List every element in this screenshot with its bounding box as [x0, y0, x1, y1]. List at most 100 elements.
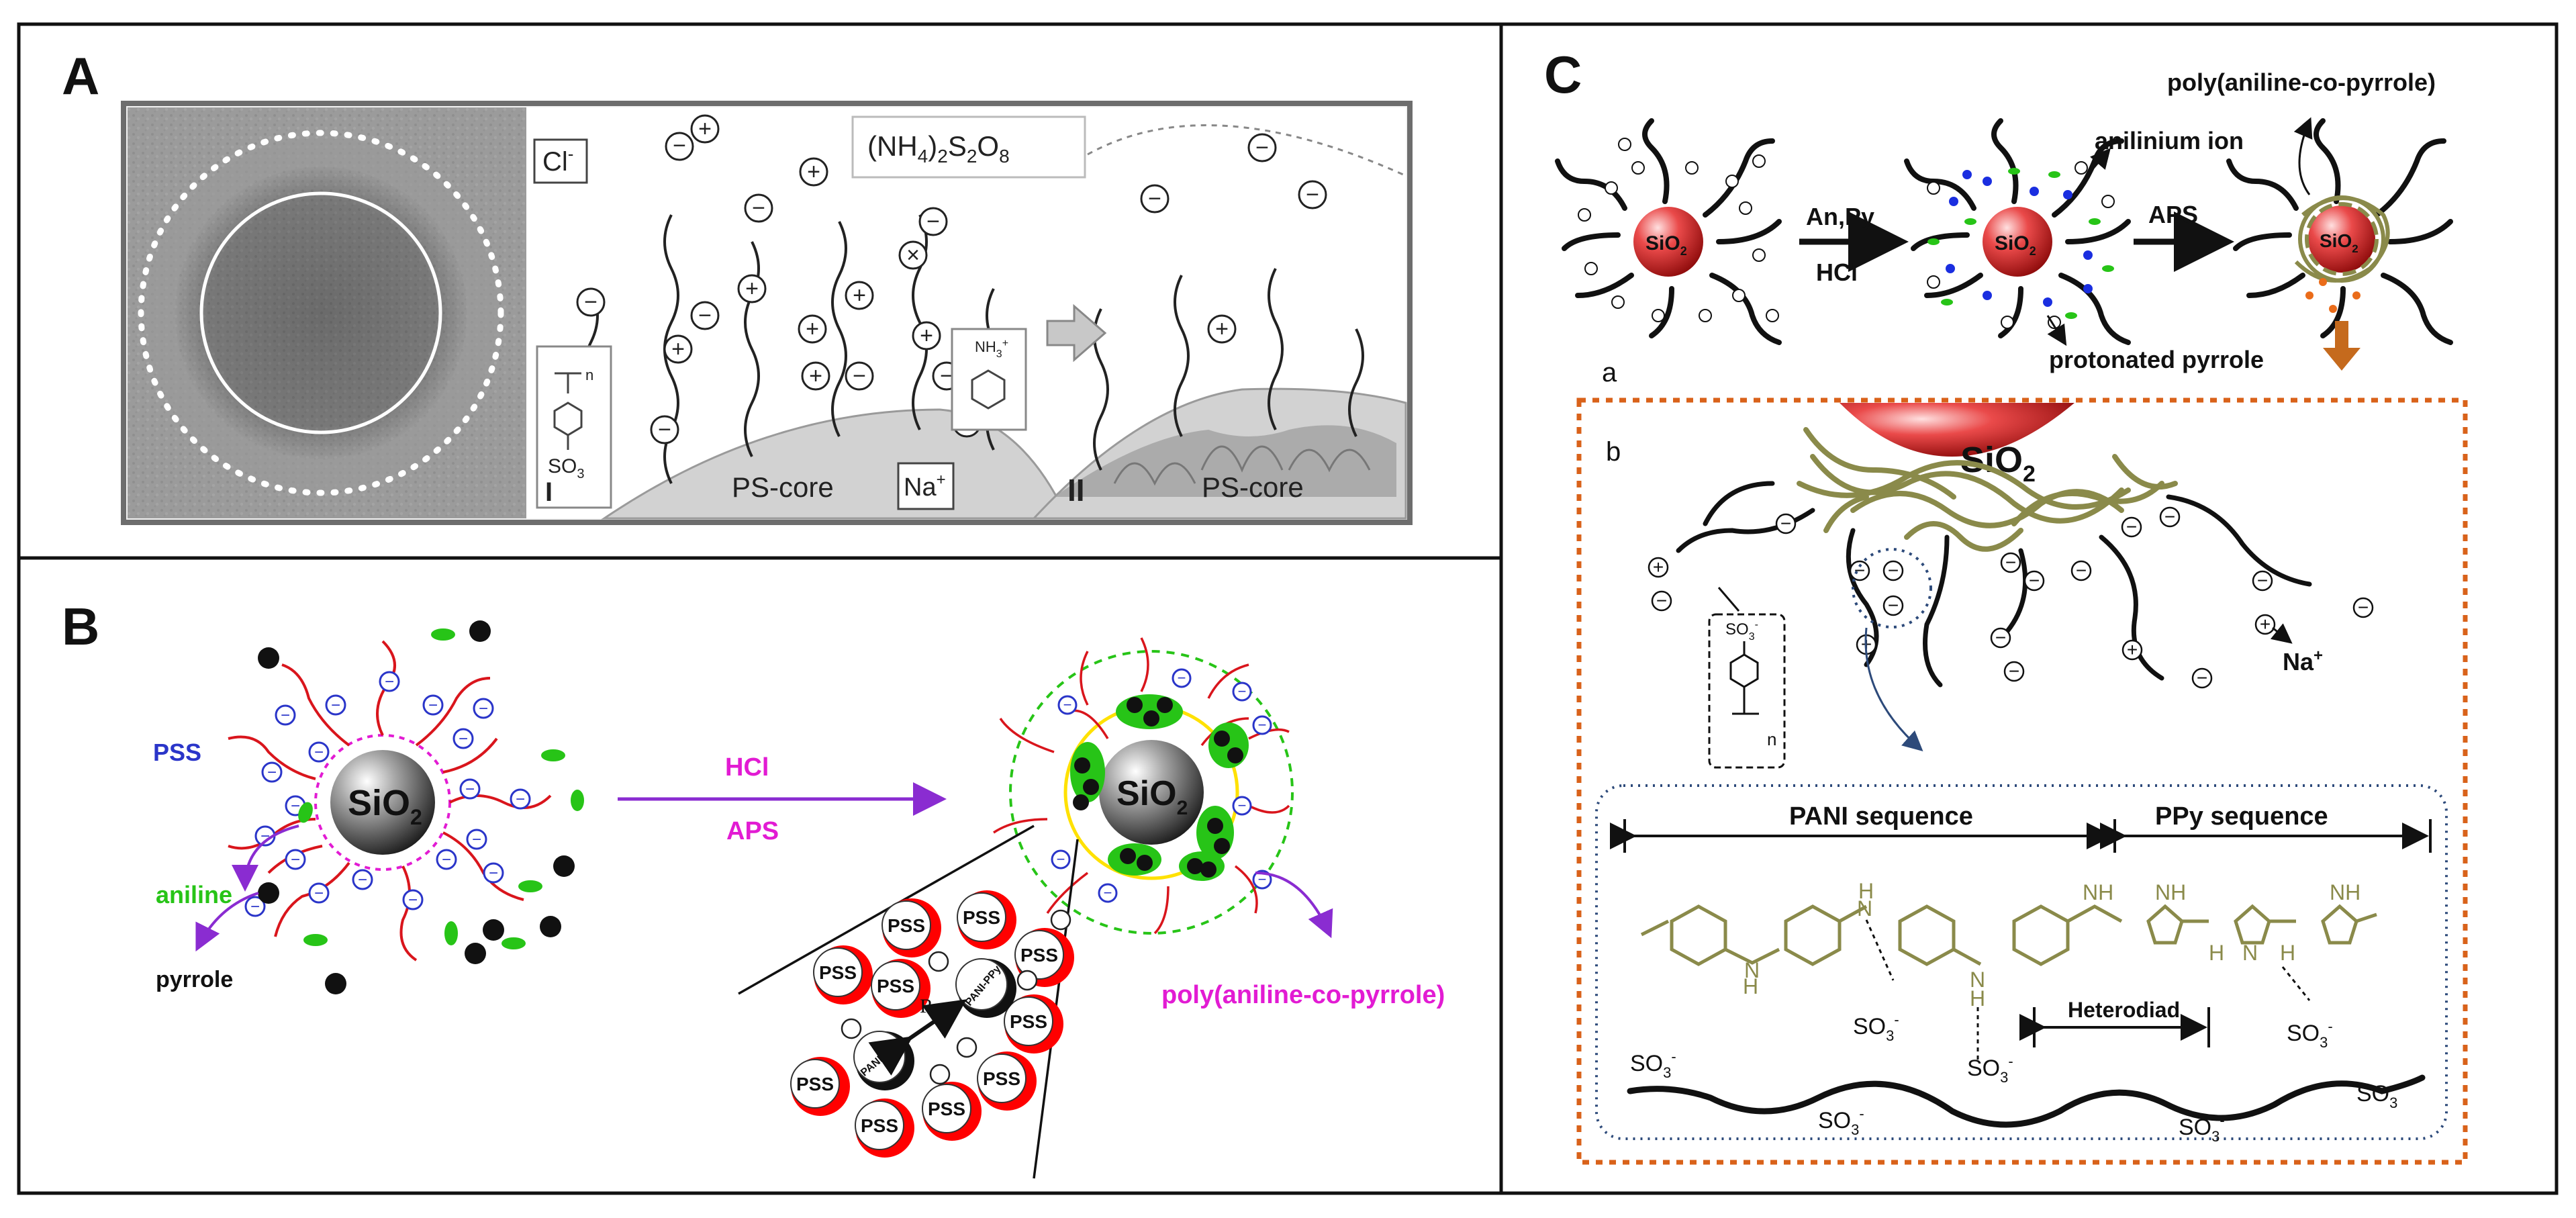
- pss-bubble-label: PSS: [877, 976, 914, 996]
- svg-text:SiO2: SiO2: [2320, 230, 2358, 255]
- svg-text:+: +: [1653, 557, 1664, 577]
- coated-silica-label: SiO2: [1116, 774, 1188, 819]
- product-pointer: [1255, 872, 1333, 939]
- pss-label: PSS: [153, 739, 201, 766]
- copolymer-shell: [2294, 195, 2390, 283]
- pss-bubble-label: PSS: [928, 1098, 965, 1119]
- stage-two-numeral: II: [1067, 473, 1085, 508]
- sulfonate-label-c: SO3-: [1725, 619, 1758, 643]
- svg-text:SO3-: SO3-: [2287, 1018, 2333, 1051]
- pss-brush-chains-c: [1676, 481, 2312, 688]
- panel-b-letter: B: [62, 597, 99, 656]
- subpanel-b-label: b: [1606, 437, 1621, 467]
- svg-text:−: −: [1854, 560, 1865, 581]
- brush-chains-two: [1093, 268, 1364, 471]
- monomer-loaded-particle: SiO2: [1904, 118, 2131, 345]
- svg-text:×: ×: [906, 242, 920, 268]
- aniline-ellipses: [298, 628, 584, 949]
- coated-silica-core: [1099, 740, 1204, 845]
- persulfate-box: [851, 115, 1086, 179]
- svg-text:SO3-: SO3-: [1818, 1105, 1864, 1138]
- svg-text:−: −: [752, 195, 765, 221]
- dashed-shell-outline: [138, 130, 504, 496]
- chloride-box: [533, 138, 588, 184]
- svg-text:−: −: [314, 884, 324, 902]
- panel-a-letter: A: [62, 46, 99, 105]
- ps-core-two-label: PS-core: [1202, 471, 1304, 503]
- svg-text:+: +: [806, 316, 819, 342]
- core-outline: [199, 191, 442, 434]
- svg-text:NH: NH: [2083, 880, 2113, 904]
- benzene-ring: [971, 369, 1006, 410]
- anilinium-label: NH3+: [975, 338, 1008, 360]
- big-silica-core: [1840, 403, 2074, 457]
- aniline-pointer: [232, 825, 299, 892]
- svg-text:−: −: [1255, 135, 1269, 160]
- svg-text:−: −: [291, 851, 300, 869]
- svg-text:SO3-: SO3-: [2356, 1078, 2403, 1111]
- svg-text:−: −: [314, 743, 324, 761]
- coated-particle-c: SiO2: [2226, 118, 2453, 345]
- svg-text:H: H: [2209, 941, 2224, 965]
- detail-down-arrow: [2323, 321, 2360, 371]
- svg-text:−: −: [658, 417, 671, 442]
- big-silica-label: SiO2: [1960, 440, 2036, 487]
- ps-core-one-label: PS-core: [732, 471, 834, 503]
- svg-text:H: H: [1858, 879, 1874, 903]
- svg-text:SiO2: SiO2: [1645, 232, 1687, 258]
- polymer-clusters: [1070, 694, 1249, 881]
- transition-arrow: [1046, 303, 1107, 363]
- pss-bubble-label: PSS: [796, 1074, 834, 1094]
- highlight-circle: [1852, 548, 1932, 628]
- svg-text:+: +: [809, 363, 822, 389]
- initial-particle: SiO2: [1555, 118, 1782, 345]
- distance-r-label: R: [920, 995, 933, 1017]
- panel-frames: [17, 22, 2559, 1195]
- hcl-label: HCl: [725, 753, 769, 782]
- svg-text:+: +: [2127, 639, 2138, 660]
- svg-text:−: −: [489, 864, 498, 882]
- svg-text:−: −: [2164, 506, 2175, 527]
- svg-text:−: −: [1057, 851, 1065, 868]
- product-label: poly(aniline-co-pyrrole): [1161, 981, 1445, 1009]
- svg-text:+: +: [853, 283, 866, 308]
- ionic-interactions: [1865, 919, 2311, 1061]
- anilinium-label: anilinium ion: [2095, 127, 2244, 154]
- detail-frame: [1576, 397, 2468, 1165]
- polymer-strands: [1113, 445, 1371, 486]
- sodium-box: [897, 462, 955, 510]
- zoom-cluster: PSS PSS PSS PSS PSS PSS PSS PSS PSS PSS …: [790, 890, 1074, 1158]
- svg-text:−: −: [1888, 595, 1899, 616]
- chloride-label: Cl-: [542, 144, 573, 177]
- svg-text:−: −: [2126, 516, 2137, 537]
- sulfonate-label: SO3: [548, 455, 584, 481]
- sulfonate-charges: [244, 671, 531, 917]
- svg-text:−: −: [940, 363, 953, 389]
- svg-text:SO3-: SO3-: [1853, 1011, 1899, 1044]
- pss-bubble-label: PSS: [963, 907, 1000, 928]
- backbone-sulfonates: SO3- SO3- SO3- SO3- SO3- SO3- SO3-: [1630, 1011, 2403, 1145]
- aniline-label: aniline: [156, 881, 232, 908]
- svg-text:−: −: [331, 696, 340, 714]
- pss-bubble-label: PSS: [888, 915, 925, 936]
- svg-text:+: +: [2260, 614, 2271, 635]
- svg-text:−: −: [428, 696, 438, 714]
- panel-a: A PS-core PS-core: [62, 46, 1413, 525]
- copolymer-structure: [1640, 904, 2377, 966]
- svg-text:NH: NH: [2330, 880, 2360, 904]
- svg-text:SO3-: SO3-: [1967, 1053, 2013, 1086]
- green-aniline-dots: [1927, 168, 2114, 319]
- svg-text:−: −: [2009, 661, 2019, 682]
- styrene-ring-drawing: [553, 372, 583, 450]
- panel-b: B SiO2: [62, 597, 1445, 1179]
- pss-bubble-label: PSS: [861, 1115, 898, 1136]
- svg-text:−: −: [1258, 871, 1267, 888]
- svg-text:−: −: [1063, 696, 1072, 713]
- svg-text:+: +: [1215, 316, 1229, 342]
- c-product-label: poly(aniline-co-pyrrole): [2167, 68, 2436, 96]
- svg-text:−: −: [267, 763, 277, 782]
- ppy-sequence-label: PPy sequence: [2155, 802, 2328, 831]
- svg-text:−: −: [926, 209, 940, 234]
- pyrrole-label: pyrrole: [156, 967, 233, 992]
- svg-text:−: −: [1238, 797, 1247, 814]
